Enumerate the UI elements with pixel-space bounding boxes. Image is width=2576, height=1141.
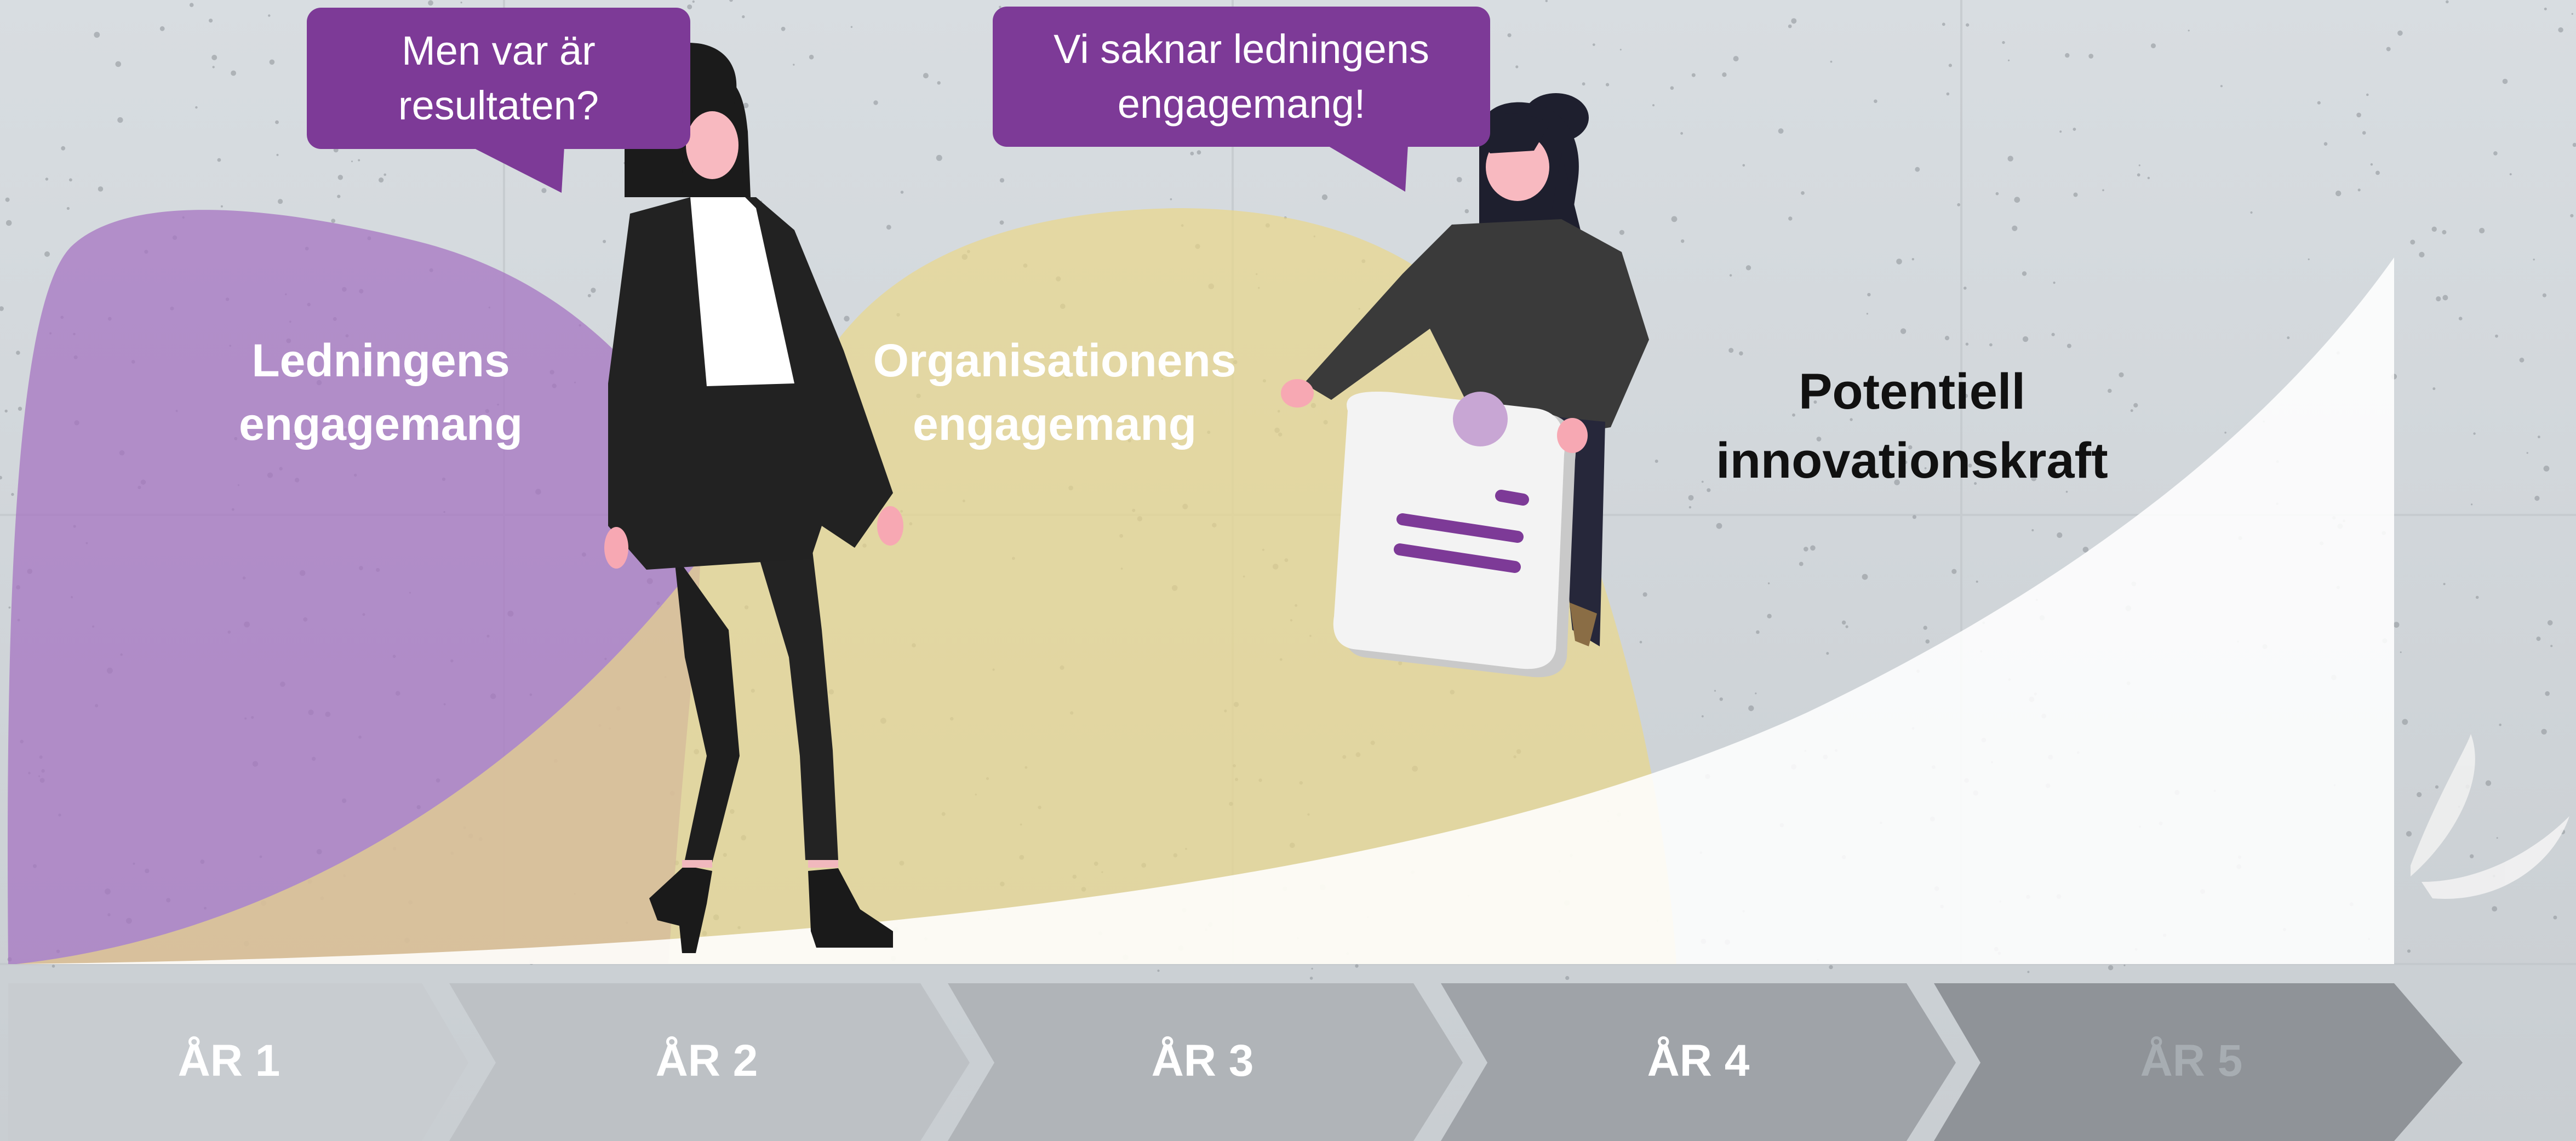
- year-label-5: ÅR 5: [2140, 1036, 2243, 1086]
- timeline-arrow: [8, 983, 2463, 1141]
- right-bubble-tail: [1326, 145, 1408, 192]
- left-bubble-tail: [471, 147, 564, 193]
- year-label-3: ÅR 3: [1151, 1036, 1254, 1086]
- innovation-potential-curve: [16, 257, 2394, 964]
- leadership-engagement-label: Ledningens engagemang: [238, 335, 523, 450]
- speech-bubble-left: Men var är resultaten?: [307, 8, 690, 149]
- innovation-potential-label: Potentiell innovationskraft: [1716, 364, 2108, 489]
- timeline-segment-year-1: [8, 983, 468, 1141]
- timeline-segment-year-3: [948, 983, 1463, 1141]
- woman-holding-sign-illustration: [1281, 93, 1649, 678]
- year-label-2: ÅR 2: [655, 1036, 758, 1086]
- timeline-segment-year-5: [1934, 983, 2463, 1141]
- speech-bubble-right: Vi saknar ledningens engagemang!: [993, 7, 1490, 147]
- timeline-segment-year-2: [449, 983, 970, 1141]
- businesswoman-walking-illustration: [604, 42, 903, 953]
- speech-bubble-left-text: Men var är resultaten?: [398, 28, 599, 128]
- organisation-engagement-label: Organisationens engagemang: [873, 335, 1237, 450]
- year-label-1: ÅR 1: [178, 1036, 281, 1086]
- plant-leaves-decoration: [2411, 734, 2569, 899]
- organisation-engagement-curve: [16, 208, 1676, 964]
- timeline-segment-year-4: [1441, 983, 1956, 1141]
- year-label-4: ÅR 4: [1647, 1036, 1750, 1086]
- speech-bubble-right-text: Vi saknar ledningens engagemang!: [1054, 26, 1429, 127]
